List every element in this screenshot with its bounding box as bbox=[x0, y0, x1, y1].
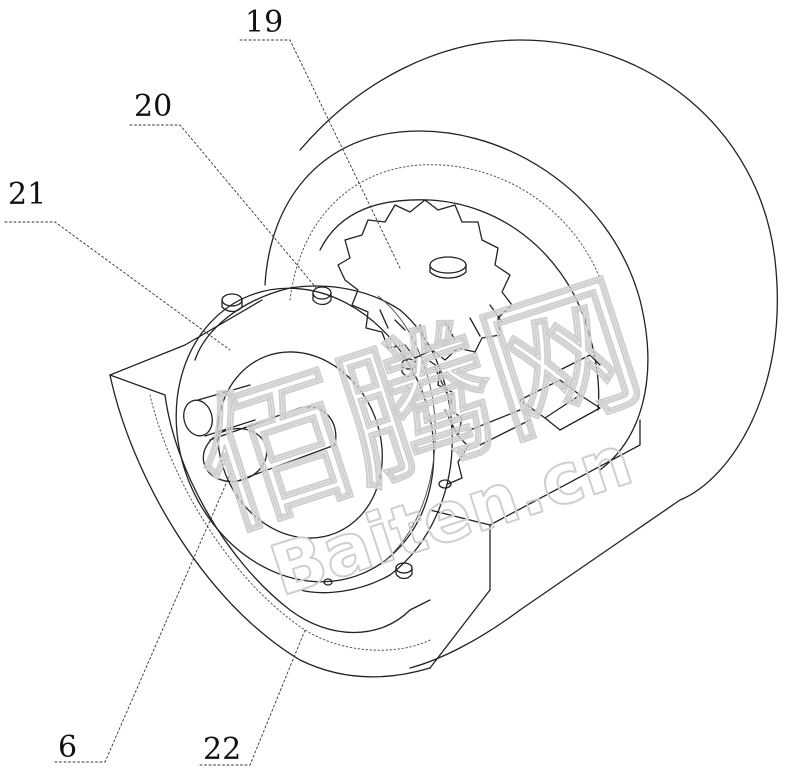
label-6: 6 bbox=[58, 730, 78, 765]
leader-21 bbox=[4, 221, 231, 351]
shaft-6 bbox=[183, 384, 337, 483]
label-20: 20 bbox=[134, 89, 173, 124]
housing-22 bbox=[109, 299, 641, 678]
side-shafts bbox=[469, 354, 601, 446]
leader-6 bbox=[54, 469, 233, 763]
leader-lines bbox=[4, 39, 401, 766]
leader-22 bbox=[199, 629, 306, 766]
label-22: 22 bbox=[203, 732, 242, 767]
front-disc-21 bbox=[175, 285, 453, 594]
leader-19 bbox=[239, 39, 401, 269]
leader-20 bbox=[129, 124, 319, 291]
label-21: 21 bbox=[8, 177, 47, 212]
label-19: 19 bbox=[245, 5, 284, 40]
outer-drum bbox=[264, 39, 778, 669]
studs bbox=[221, 286, 452, 586]
